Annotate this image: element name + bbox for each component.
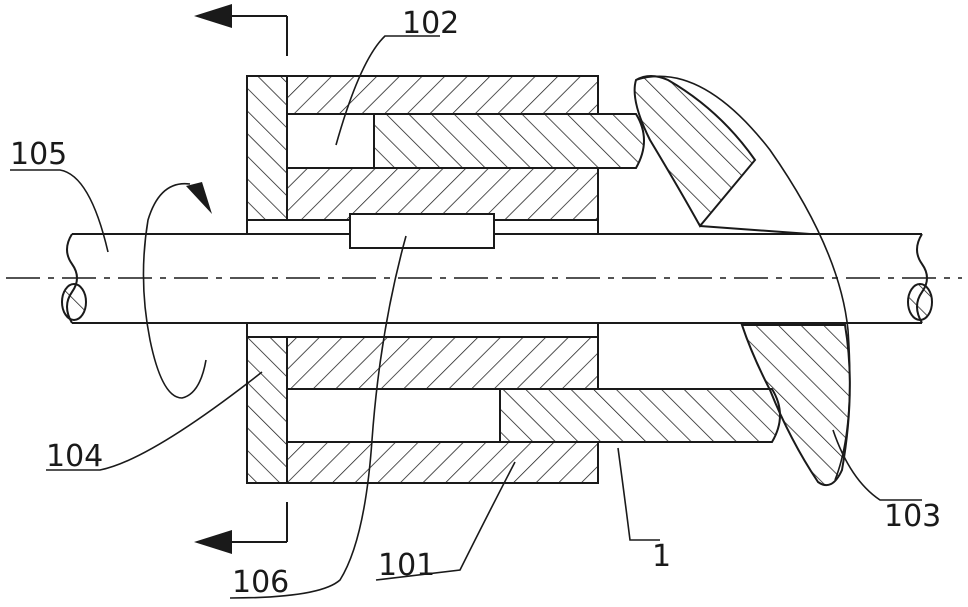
rotation-arrow xyxy=(143,182,212,398)
key-106 xyxy=(350,214,494,248)
label-105: 105 xyxy=(10,137,67,172)
label-104: 104 xyxy=(46,439,103,474)
label-102: 102 xyxy=(402,6,459,41)
housing-upper xyxy=(247,76,644,234)
housing-lower xyxy=(247,323,780,483)
label-103: 103 xyxy=(884,499,941,534)
section-arrow-top xyxy=(194,4,287,56)
section-arrow-bottom xyxy=(194,502,287,554)
label-106: 106 xyxy=(232,565,289,600)
label-101: 101 xyxy=(378,548,435,583)
label-1: 1 xyxy=(652,539,671,574)
